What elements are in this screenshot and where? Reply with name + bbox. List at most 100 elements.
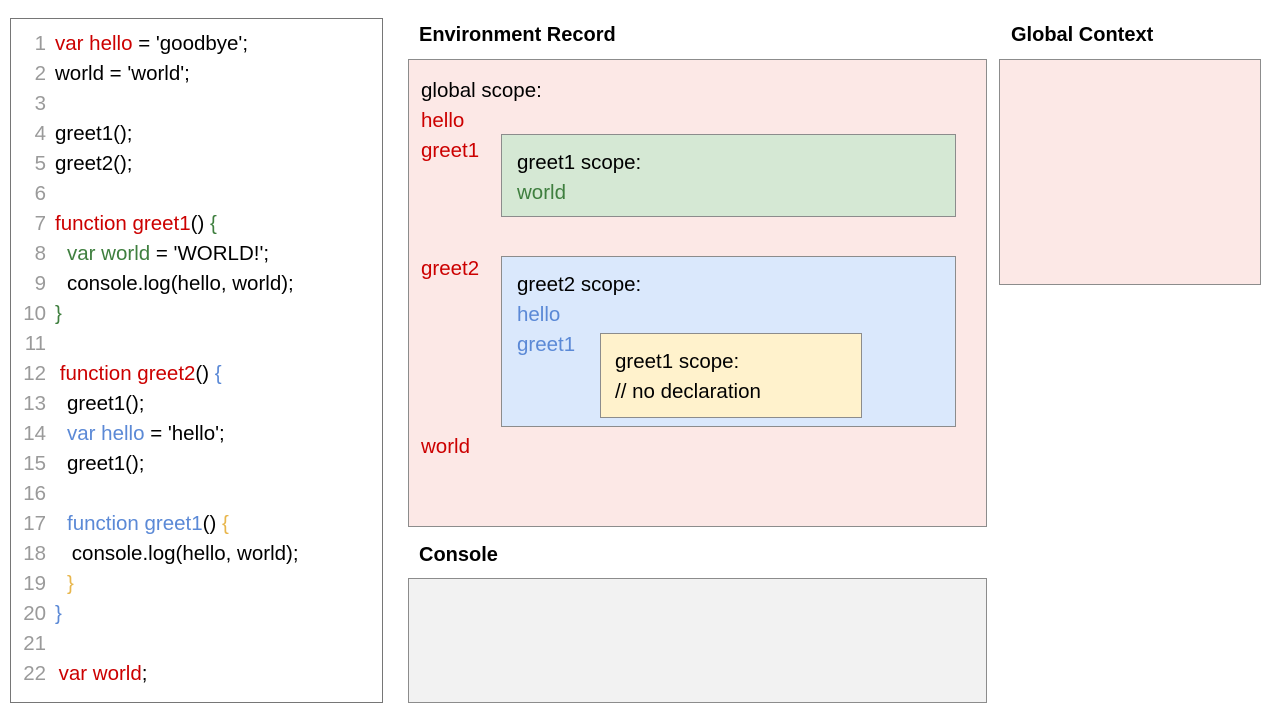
code-line[interactable]: 20} [11,599,382,629]
line-number: 2 [34,62,46,85]
line-number: 11 [24,332,46,355]
code-line[interactable]: 22 var world; [11,659,382,689]
code-line[interactable]: 21 [11,629,382,659]
code-token: { [221,512,229,535]
code-line[interactable]: 7 function greet1() { [11,209,382,239]
line-number: 12 [23,362,46,385]
code-token: function greet1 [67,512,203,535]
code-line-text: function greet1() { [55,509,229,539]
global-binding-world: world [421,435,470,458]
code-token: greet1(); [67,392,145,415]
code-line[interactable]: 5 greet2(); [11,149,382,179]
code-line[interactable]: 12 function greet2() { [11,359,382,389]
console-title: Console [419,544,498,566]
greet2-scope-label: greet2 scope: [517,273,642,296]
line-number: 1 [34,32,46,55]
code-token: { [214,362,222,385]
global-binding-greet2: greet2 [421,257,480,280]
code-token: console.log(hello, world); [71,542,299,565]
code-line[interactable]: 4 greet1(); [11,119,382,149]
code-line[interactable]: 2 world = 'world'; [11,59,382,89]
code-editor-panel[interactable]: 1 var hello = 'goodbye'; 2 world = 'world';… [10,18,383,703]
code-line[interactable]: 15 greet1(); [11,449,382,479]
line-number: 8 [34,242,46,265]
line-number: 16 [23,482,46,505]
greet1-binding-world: world [517,181,566,204]
global-binding-greet1: greet1 [421,139,480,162]
code-token: world = 'world'; [55,62,190,85]
code-line[interactable]: 19} [11,569,382,599]
line-number: 6 [34,182,46,205]
code-token: } [67,572,74,595]
code-token: console.log(hello, world); [67,272,294,295]
code-line-text: greet1(); [55,119,132,149]
line-number: 3 [34,92,46,115]
code-token: = 'WORLD!'; [150,242,270,265]
code-token: var hello [55,32,133,55]
global-binding-hello: hello [421,109,465,132]
code-line-text: greet1(); [55,389,144,419]
code-line[interactable]: 13 greet1(); [11,389,382,419]
code-token: { [209,212,217,235]
code-line-text: } [55,599,62,629]
code-line[interactable]: 10} [11,299,382,329]
code-line-text: var hello = 'hello'; [55,419,225,449]
code-line[interactable]: 3 [11,89,382,119]
code-line-text: } [55,299,62,329]
code-line-text: var world; [55,659,148,689]
code-line-text: console.log(hello, world); [55,539,299,569]
code-token: () [190,212,210,235]
line-number: 14 [23,422,46,445]
code-line[interactable]: 16 [11,479,382,509]
code-line[interactable]: 9 console.log(hello, world); [11,269,382,299]
code-line-text: world = 'world'; [55,59,190,89]
line-number: 7 [34,212,46,235]
line-number: 5 [34,152,46,175]
greet2-binding-greet1: greet1 [517,333,576,356]
greet1-scope-box [501,134,956,217]
code-token: () [195,362,215,385]
line-number: 15 [23,452,46,475]
code-line[interactable]: 6 [11,179,382,209]
greet1-inner-scope-note: // no declaration [615,380,761,403]
code-line-text: function greet1() { [55,209,217,239]
global-scope-label: global scope: [421,79,542,102]
environment-record-title: Environment Record [419,24,616,46]
code-token: var hello [67,422,145,445]
console-output-box [408,578,987,703]
code-token: greet2(); [55,152,133,175]
code-token: } [55,302,62,325]
code-line-list: 1 var hello = 'goodbye'; 2 world = 'world';… [11,29,382,689]
code-token: var world [67,242,151,265]
greet2-binding-hello: hello [517,303,561,326]
line-number: 10 [23,302,46,325]
code-line[interactable]: 1 var hello = 'goodbye'; [11,29,382,59]
code-line[interactable]: 8 var world = 'WORLD!'; [11,239,382,269]
global-context-box [999,59,1261,285]
code-line[interactable]: 11 [11,329,382,359]
line-number: 21 [23,632,46,655]
code-line-text: var world = 'WORLD!'; [55,239,269,269]
line-number: 13 [23,392,46,415]
code-token: ; [141,662,148,685]
code-token: = 'goodbye'; [132,32,249,55]
code-token: function greet1 [55,212,191,235]
line-number: 9 [34,272,46,295]
code-line-text: function greet2() { [55,359,222,389]
code-token: greet1(); [67,452,145,475]
code-token: } [55,602,62,625]
greet1-inner-scope-label: greet1 scope: [615,350,740,373]
line-number: 20 [23,602,46,625]
code-token: var world [58,662,142,685]
line-number: 17 [23,512,46,535]
code-token: = 'hello'; [144,422,225,445]
code-line-text: console.log(hello, world); [55,269,294,299]
line-number: 19 [23,572,46,595]
line-number: 22 [23,662,46,685]
code-line[interactable]: 17 function greet1() { [11,509,382,539]
code-line[interactable]: 14 var hello = 'hello'; [11,419,382,449]
line-number: 4 [34,122,46,145]
code-token: function greet2 [59,362,196,385]
code-line-text: greet2(); [55,149,132,179]
